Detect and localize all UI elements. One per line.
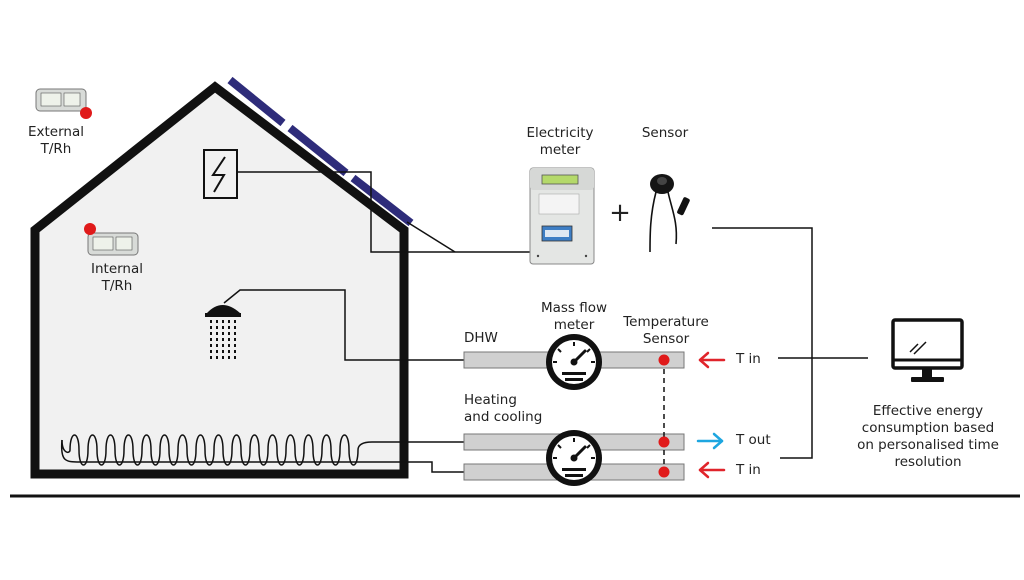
temperature-sensor-dot [658, 466, 670, 478]
electricity-meter-label: Electricity meter [508, 125, 612, 159]
dhw-pipe-line [223, 289, 464, 361]
heating-cooling-label: Heating and cooling [464, 392, 542, 426]
shower-icon [205, 305, 241, 360]
label-line: Internal [90, 261, 144, 277]
solar-panels [227, 76, 414, 227]
underfloor-return-line [60, 439, 372, 463]
gauge-icon [546, 430, 602, 486]
label-line: Heating [464, 392, 517, 408]
external-datalogger-icon [35, 88, 92, 119]
temperature-sensor-label: Temperature Sensor [612, 314, 720, 348]
arrow-in-icon [698, 461, 726, 479]
t-in-label-bottom: T in [736, 462, 761, 478]
internal-datalogger-icon [84, 223, 139, 256]
solar-panel [227, 76, 286, 127]
caption-line: resolution [894, 454, 962, 470]
sensor-label: Sensor [641, 125, 689, 141]
data-wire-sensor [712, 227, 813, 459]
label-line: Electricity [526, 125, 594, 141]
plus-sign: + [609, 198, 631, 228]
arrow-in-icon [698, 351, 726, 369]
wire-inverter-meter [237, 171, 530, 253]
heating-return-line [372, 461, 464, 473]
label-line: and cooling [464, 409, 543, 425]
sensor-clamp-icon [649, 174, 690, 253]
temperature-sensor-dot [658, 436, 670, 448]
computer-caption: Effective energy consumption based on pe… [842, 403, 1014, 471]
internal-sensor-label: Internal T/Rh [81, 261, 153, 295]
computer-monitor-icon [891, 318, 964, 382]
arrow-out-icon [696, 432, 724, 450]
lightning-icon [211, 156, 226, 193]
label-line: T/Rh [40, 141, 72, 157]
caption-line: on personalised time [857, 437, 999, 453]
solar-panel [287, 124, 349, 177]
dhw-label: DHW [464, 330, 498, 346]
label-line: Temperature [623, 314, 709, 330]
label-line: External [27, 124, 84, 140]
label-line: Mass flow [540, 300, 608, 316]
electricity-meter-icon [529, 167, 595, 265]
label-line: meter [553, 317, 595, 333]
external-sensor-label: External T/Rh [20, 124, 92, 158]
solar-panel [350, 174, 414, 227]
label-line: Sensor [642, 331, 690, 347]
t-out-label: T out [736, 432, 771, 448]
temperature-sensor-dot [658, 354, 670, 366]
caption-line: consumption based [861, 420, 995, 436]
t-in-label-top: T in [736, 351, 761, 367]
wire-panel-meter [406, 221, 456, 253]
mass-flow-meter-label: Mass flow meter [528, 300, 620, 334]
label-line: meter [539, 142, 581, 158]
caption-line: Effective energy [872, 403, 984, 419]
label-line: T/Rh [101, 278, 133, 294]
house-outline [30, 81, 409, 479]
gauge-icon [546, 334, 602, 390]
